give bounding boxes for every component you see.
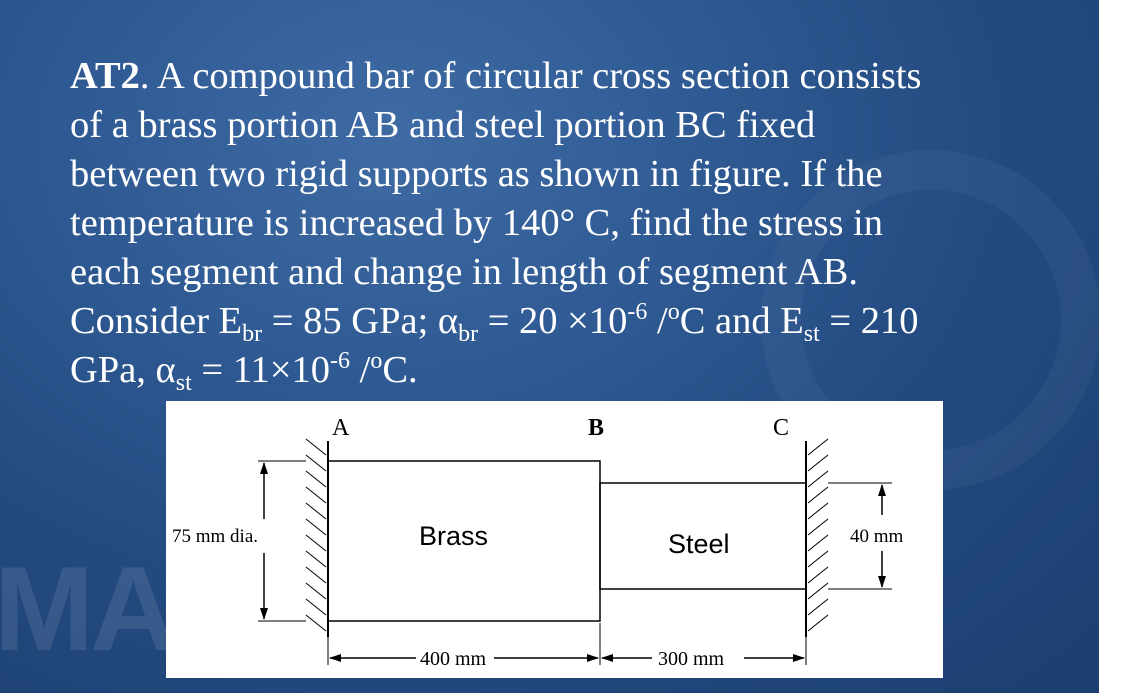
steel-segment: [599, 482, 807, 590]
steel-diameter-dimension: 40 mm: [828, 482, 904, 590]
left-support: [305, 438, 329, 637]
compound-bar-diagram: A B C Brass Steel 75 mm dia. 40 mm: [172, 415, 904, 670]
problem-line-1: AT2. A compound bar of circular cross se…: [70, 55, 922, 97]
point-b-label: B: [588, 415, 604, 441]
problem-statement: AT2. A compound bar of circular cross se…: [70, 52, 1070, 395]
length-bc-label: 300 mm: [658, 648, 725, 670]
point-c-label: C: [773, 415, 789, 441]
problem-tag: AT2: [70, 55, 140, 97]
problem-line-6: Consider Ebr = 85 GPa; αbr = 20 ×10-6 /o…: [70, 299, 919, 347]
compound-bar-figure: A B C Brass Steel 75 mm dia. 40 mm: [166, 401, 943, 678]
point-a-label: A: [332, 415, 350, 441]
problem-line-2: of a brass portion AB and steel portion …: [70, 104, 816, 146]
problem-line-4: temperature is increased by 140° C, find…: [70, 202, 883, 244]
steel-label: Steel: [668, 529, 730, 559]
problem-line-7: GPa, αst = 11×10-6 /oC.: [70, 348, 418, 396]
length-dimensions: 400 mm 300 mm: [327, 623, 807, 670]
problem-line-3: between two rigid supports as shown in f…: [70, 153, 883, 195]
brass-diameter-label: 75 mm dia.: [172, 526, 258, 547]
steel-diameter-label: 40 mm: [850, 526, 904, 547]
watermark-text: MA: [0, 542, 177, 676]
slide-right-edge: [1099, 0, 1121, 693]
brass-diameter-dimension: 75 mm dia.: [172, 460, 306, 622]
right-support: [805, 438, 829, 637]
length-ab-label: 400 mm: [420, 648, 487, 670]
brass-label: Brass: [419, 521, 488, 551]
problem-line-5: each segment and change in length of seg…: [70, 251, 858, 293]
